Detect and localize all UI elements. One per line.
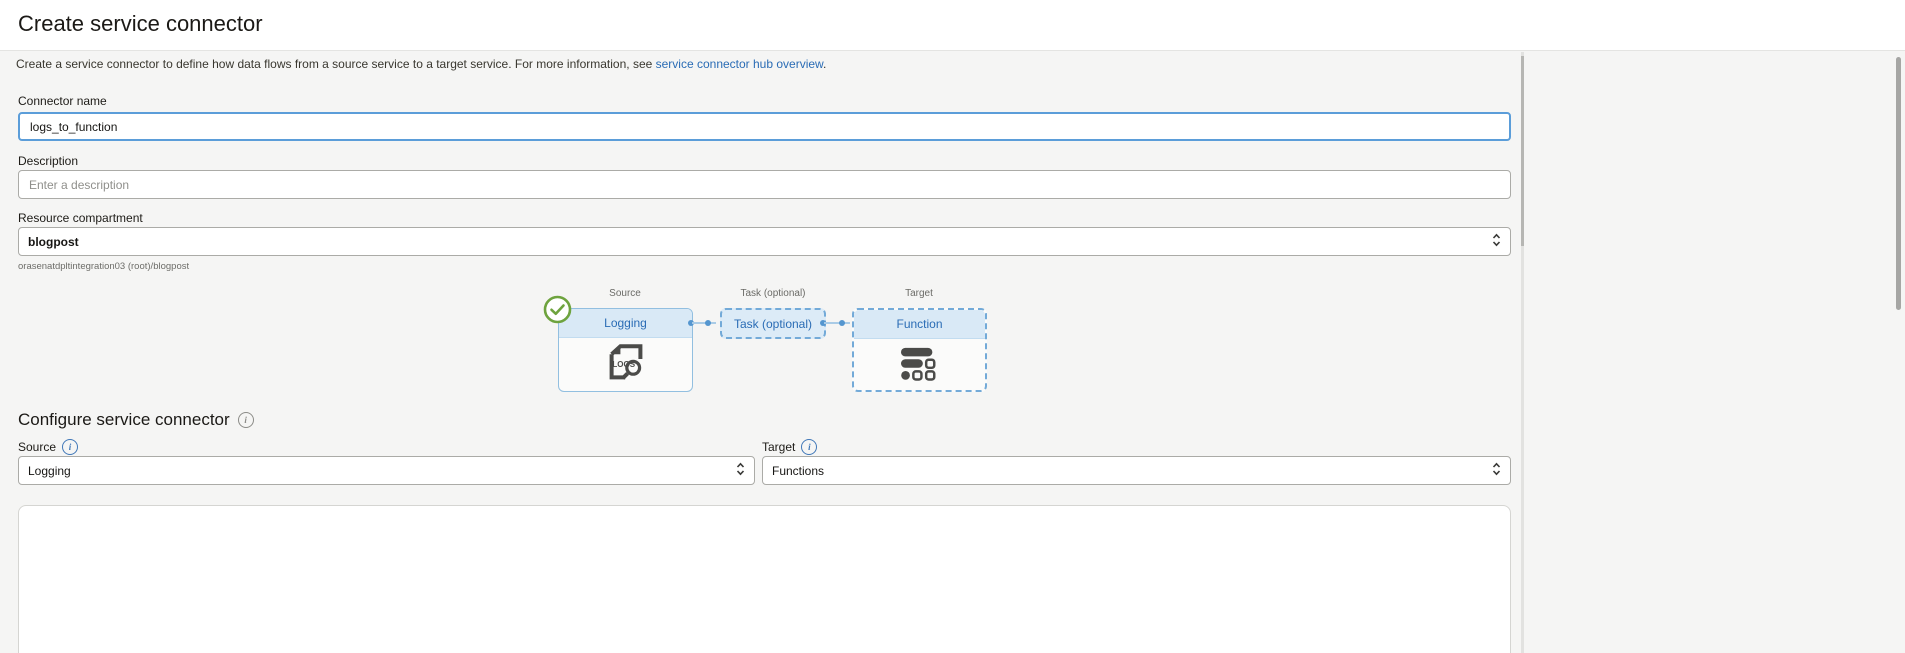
task-node-title: Task (optional) [733,316,813,331]
page-scrollbar-thumb[interactable] [1896,57,1901,310]
inner-scrollbar-track[interactable] [1521,52,1524,653]
target-node-body [854,339,985,393]
target-node-header: Function [854,310,985,339]
diagram-task-node: Task (optional) [720,308,826,339]
source-field-label-row: Source i [18,439,79,455]
diagram-source-column-label: Source [609,288,641,299]
description-label: Description [18,154,79,168]
select-chevrons-icon [1492,462,1501,479]
connector-name-label: Connector name [18,94,107,108]
inner-scrollbar-thumb[interactable] [1521,56,1524,246]
connector-dot [688,320,694,326]
connector-line [692,322,716,324]
logs-icon-text: LOGS [612,360,635,369]
diagram-target-node: Function [852,308,987,392]
select-chevrons-icon [1492,233,1501,250]
intro-text-after-link: . [823,57,827,71]
connector-dot [820,320,826,326]
diagram-source-node: Logging LOGS [558,308,693,392]
target-field-label: Target [762,440,796,454]
source-service-select[interactable]: Logging [18,456,755,485]
select-chevrons-icon [736,462,745,479]
target-service-select[interactable]: Functions [762,456,1511,485]
logging-logs-icon: LOGS [603,343,649,388]
diagram-task-column-label: Task (optional) [740,288,806,299]
source-field-label: Source [18,440,57,454]
configure-heading-text: Configure service connector [18,410,230,429]
source-node-title: Logging [604,316,647,330]
functions-icon [899,345,941,388]
resource-compartment-value: blogpost [28,234,79,249]
configure-info-icon[interactable]: i [237,412,254,428]
target-node-title: Function [896,317,943,331]
target-field-label-row: Target i [762,439,818,455]
description-input[interactable] [18,170,1511,199]
resource-compartment-select[interactable]: blogpost [18,227,1511,256]
diagram-target-column-label: Target [905,288,933,299]
page-header: Create service connector [0,0,1905,51]
target-info-icon[interactable]: i [801,439,818,455]
connector-dot [839,320,845,326]
connector-line [824,322,850,324]
compartment-path-helper: orasenatdpltintegration03 (root)/blogpos… [18,261,190,272]
configure-section-heading: Configure service connector i [18,410,254,430]
target-service-value: Functions [772,463,825,478]
source-info-icon[interactable]: i [62,439,79,455]
page-title: Create service connector [18,11,263,36]
connector-dot [705,320,711,326]
source-node-body: LOGS [559,338,692,392]
configuration-detail-panel [18,505,1511,653]
intro-text-before-link: Create a service connector to define how… [16,57,656,71]
connector-name-input[interactable] [18,112,1511,141]
service-connector-hub-overview-link[interactable]: service connector hub overview [655,57,824,71]
source-valid-check-icon [543,295,572,324]
resource-compartment-label: Resource compartment [18,211,143,225]
source-node-header: Logging [559,309,692,338]
intro-text: Create a service connector to define how… [16,57,826,71]
source-service-value: Logging [28,463,71,478]
